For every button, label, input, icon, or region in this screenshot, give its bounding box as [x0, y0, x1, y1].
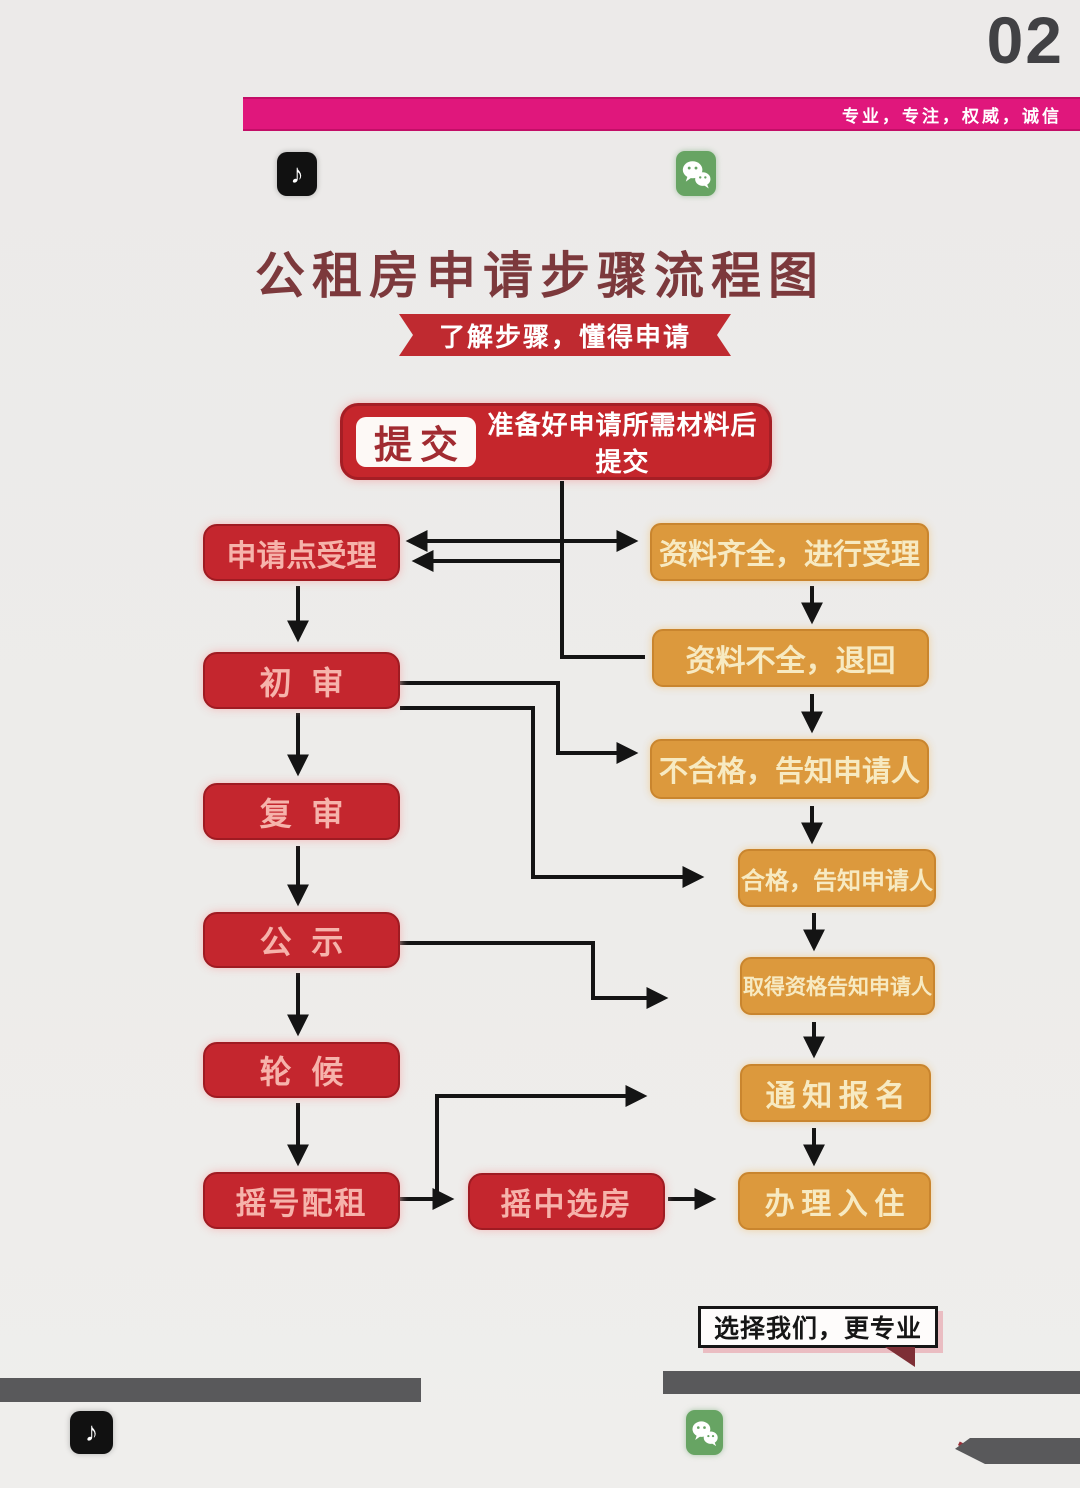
arrow-review-to-qualified — [400, 706, 705, 888]
result-label: 不合格，告知申请人 — [658, 756, 920, 788]
page-title: 公租房申请步骤流程图 — [255, 248, 825, 304]
wechat-icon — [686, 1410, 723, 1455]
result-qualification-obtained: 取得资格告知申请人 — [740, 957, 935, 1015]
result-label: 通知报名 — [765, 1080, 912, 1113]
step-label: 申请点受理 — [226, 539, 377, 573]
arrow-review-to-unqualified — [400, 681, 639, 764]
music-note-glyph: ♪ — [84, 1417, 99, 1447]
slogan-text: 专业，专注，权威，诚信 — [842, 106, 1062, 126]
music-note-glyph: ♪ — [290, 158, 304, 189]
arrow-lottery-to-registration — [435, 1085, 648, 1197]
wechat-bubbles-graphic — [692, 1420, 718, 1446]
wechat-bubbles-graphic — [682, 160, 711, 188]
subtitle-ribbon: 了解步骤，懂得申请 — [399, 314, 731, 356]
bubble-banner: 选择我们，更专业 — [698, 1306, 938, 1348]
step-label: 公示 — [259, 924, 364, 960]
step-house-selection: 摇中选房 — [468, 1173, 665, 1230]
submit-note: 准备好申请所需材料后提交 — [487, 409, 758, 477]
tiktok-icon: ♪ — [277, 152, 317, 196]
result-qualified-notify: 合格，告知申请人 — [738, 849, 936, 907]
step-publicity: 公示 — [203, 912, 400, 968]
step-label: 摇中选房 — [500, 1187, 633, 1222]
step-waitlist: 轮候 — [203, 1042, 400, 1098]
tiktok-icon: ♪ — [70, 1411, 113, 1454]
step-lottery-allocation: 摇号配租 — [203, 1172, 400, 1229]
step-application-point: 申请点受理 — [203, 524, 400, 581]
result-label: 资料齐全，进行受理 — [658, 539, 920, 571]
result-label: 办理入住 — [764, 1188, 911, 1221]
step-label: 摇号配租 — [235, 1186, 368, 1221]
step-label: 初审 — [259, 664, 364, 701]
step-label: 复审 — [259, 795, 364, 832]
result-label: 合格，告知申请人 — [741, 867, 933, 895]
result-registration-notice: 通知报名 — [740, 1064, 931, 1122]
result-label: 资料不全，退回 — [685, 645, 896, 678]
bubble-tail — [885, 1347, 915, 1367]
result-complete-accepted: 资料齐全，进行受理 — [650, 523, 929, 581]
footer-bar-left — [0, 1378, 421, 1402]
step-submit: 提交 准备好申请所需材料后提交 — [340, 403, 772, 480]
submit-label: 提交 — [356, 416, 476, 467]
footer-bar-right — [663, 1371, 1080, 1394]
step-initial-review: 初审 — [203, 652, 400, 709]
result-label: 取得资格告知申请人 — [743, 976, 932, 999]
result-move-in: 办理入住 — [738, 1172, 931, 1230]
page-number: 02 — [986, 3, 1064, 77]
top-banner: 专业，专注，权威，诚信 — [243, 97, 1080, 131]
step-label: 轮候 — [259, 1054, 364, 1090]
wechat-icon — [676, 151, 716, 196]
result-unqualified-notify: 不合格，告知申请人 — [650, 739, 929, 799]
step-re-review: 复审 — [203, 783, 400, 840]
result-incomplete-returned: 资料不全，退回 — [652, 629, 929, 687]
arrow-publicity-to-qualification — [400, 941, 669, 1009]
line-submit-to-incomplete — [560, 481, 645, 659]
